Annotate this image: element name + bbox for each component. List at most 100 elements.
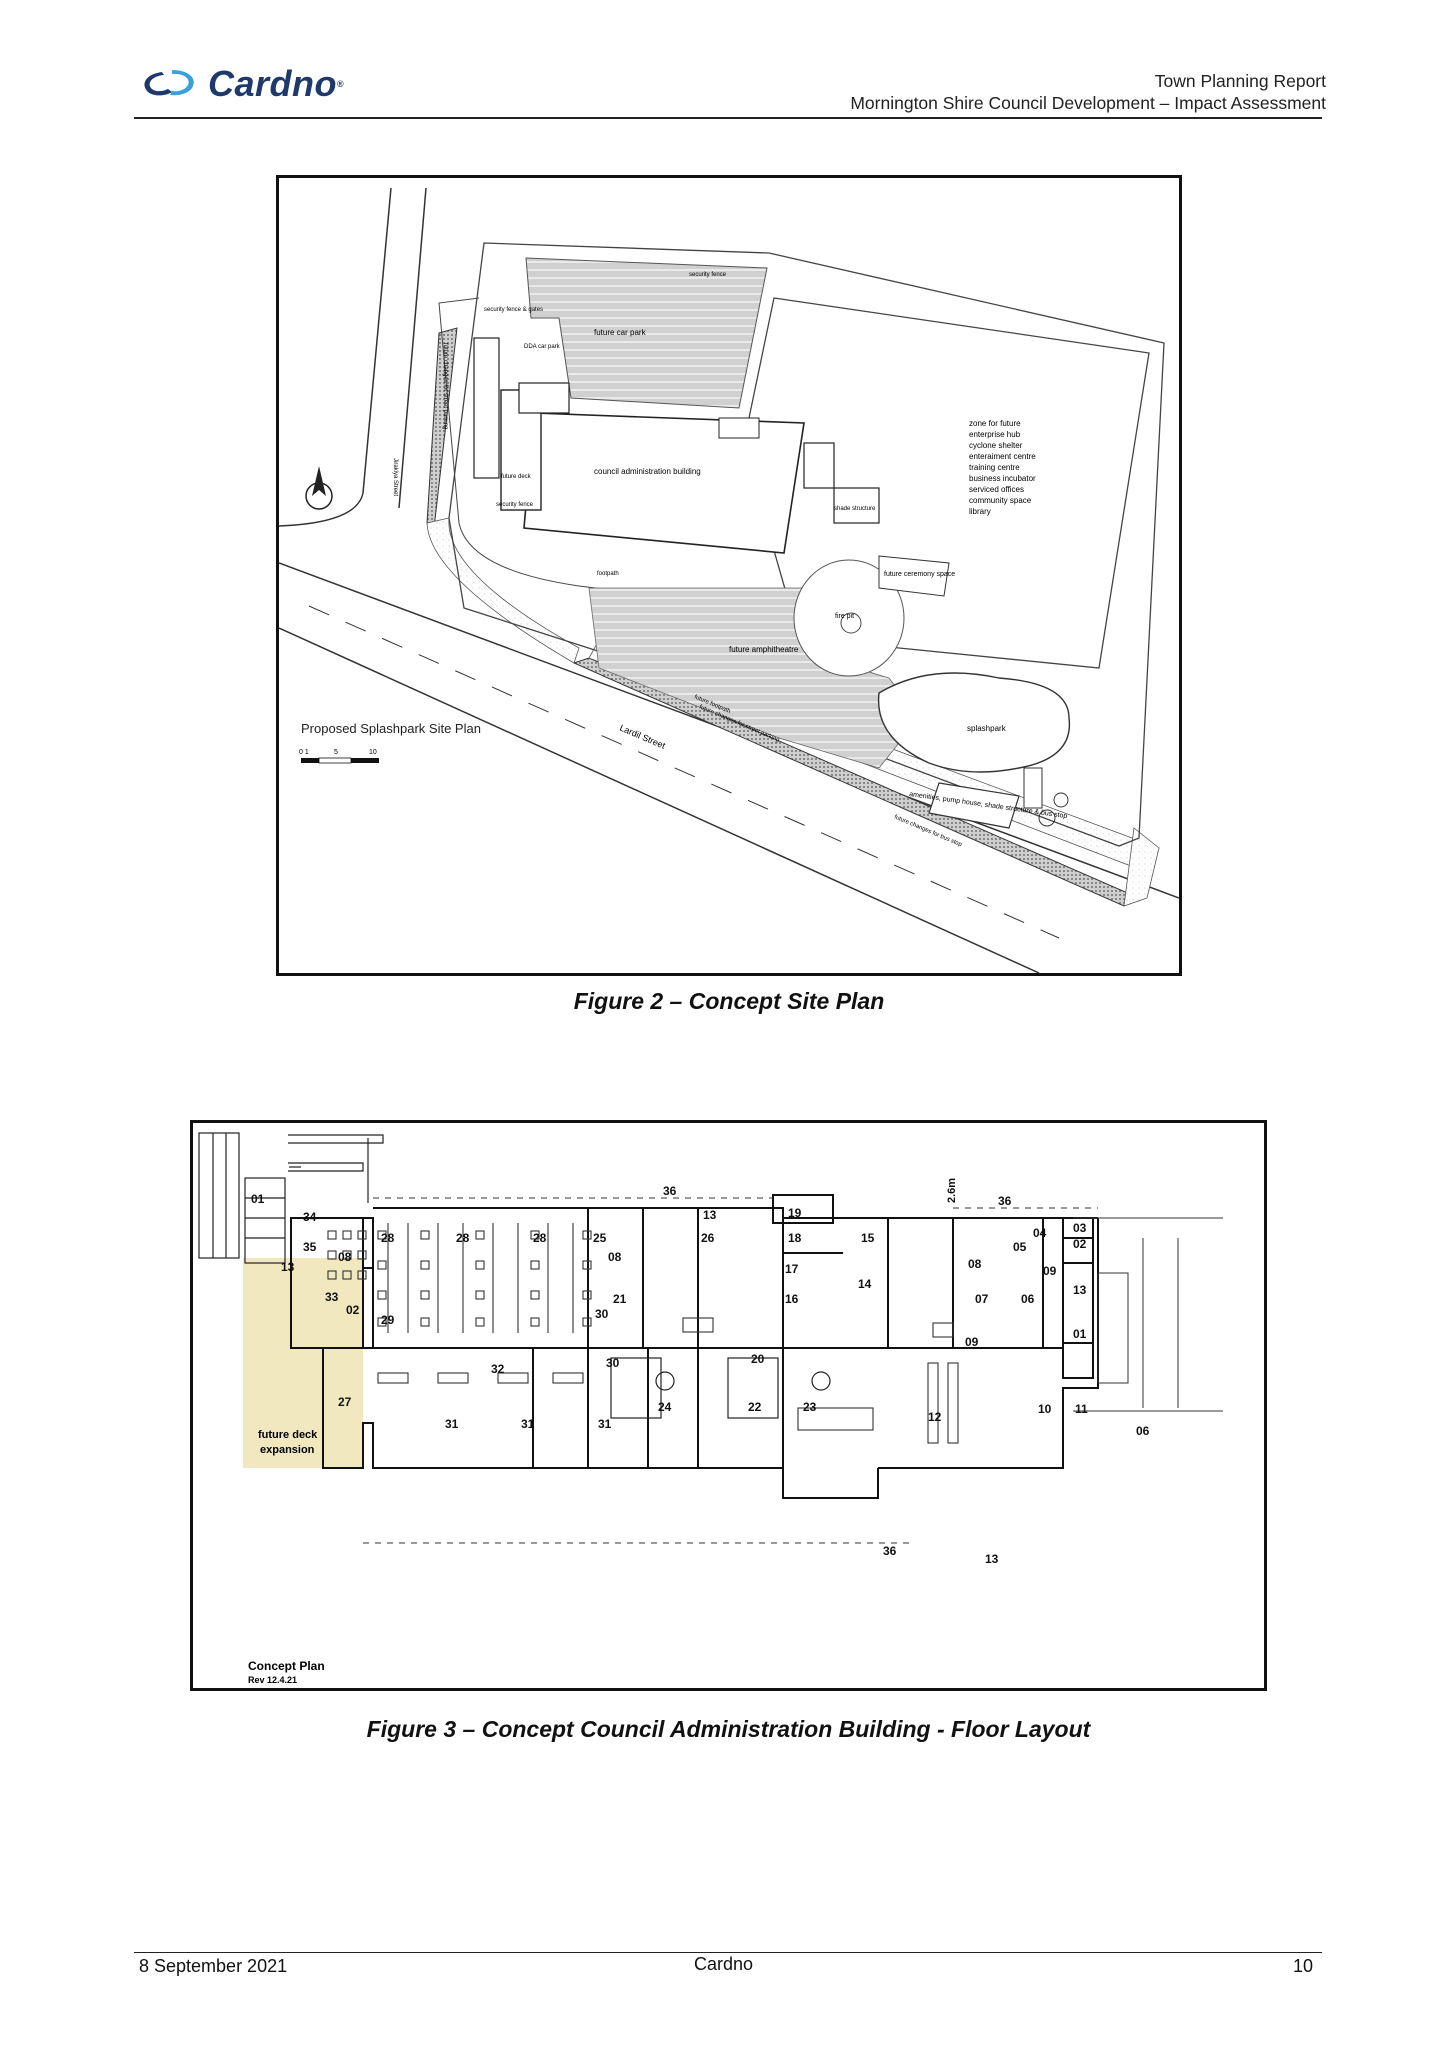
floor-layout-figure: 01 13 34 35 08 33 02 29 28 28 28 25 08 2… [190, 1120, 1267, 1691]
room-21: 21 [613, 1292, 627, 1306]
report-subtitle: Mornington Shire Council Development – I… [850, 93, 1326, 113]
cardno-swoosh-icon [144, 70, 194, 96]
cardno-logo: Cardno® [138, 62, 398, 106]
room-18: 18 [788, 1231, 802, 1245]
room-13c: 13 [1073, 1283, 1087, 1297]
header-divider [134, 117, 1322, 119]
room-28b: 28 [456, 1231, 470, 1245]
room-20: 20 [751, 1352, 765, 1366]
label-street-left: Jirakiya Street [392, 458, 398, 496]
logo-wordmark: Cardno® [208, 63, 345, 104]
footer-divider [134, 1952, 1322, 1953]
label-splashpark: splashpark [967, 724, 1007, 733]
figure-2-caption: Figure 2 – Concept Site Plan [573, 988, 885, 1014]
zone-label-7: serviced offices [969, 485, 1024, 494]
room-12: 12 [928, 1410, 942, 1424]
report-header: Town Planning Report Mornington Shire Co… [850, 70, 1326, 114]
zone-label-6: business incubator [969, 474, 1036, 483]
room-23: 23 [803, 1400, 817, 1414]
room-34: 34 [303, 1210, 317, 1224]
future-deck-area [243, 1258, 363, 1468]
room-09a: 09 [1043, 1264, 1057, 1278]
label-future-deck: future deck [501, 474, 532, 480]
zone-label-1: zone for future [969, 419, 1021, 428]
label-dda-car-park: DDA car park [524, 344, 561, 350]
room-25: 25 [593, 1231, 607, 1245]
zone-label-5: training centre [969, 463, 1020, 472]
concept-plan-title: Concept Plan [248, 1659, 325, 1673]
room-36a: 36 [663, 1184, 677, 1198]
room-33: 33 [325, 1290, 339, 1304]
room-30b: 30 [606, 1356, 620, 1370]
room-27: 27 [338, 1395, 352, 1409]
dimension-2-6m: 2.6m [946, 1178, 958, 1203]
room-22: 22 [748, 1400, 762, 1414]
room-02b: 02 [1073, 1237, 1087, 1251]
room-06a: 06 [1021, 1292, 1035, 1306]
footer-date: 8 September 2021 [139, 1956, 288, 1976]
room-05: 05 [1013, 1240, 1027, 1254]
label-future-car-park: future car park [594, 328, 647, 337]
label-security-fence-left: security fence [496, 502, 534, 508]
room-36c: 36 [883, 1544, 897, 1558]
site-plan-drawing: 0 1 5 10 Proposed Splashpark Site Plan s… [278, 187, 1180, 974]
room-16: 16 [785, 1292, 799, 1306]
room-36b: 36 [998, 1194, 1012, 1208]
site-plan-title: Proposed Splashpark Site Plan [301, 721, 481, 736]
room-09b: 09 [965, 1335, 979, 1349]
room-19: 19 [788, 1206, 802, 1220]
label-street-bottom: Lardil Street [618, 723, 667, 751]
label-future-ceremony: future ceremony space [884, 571, 955, 578]
floor-layout-drawing: 01 13 34 35 08 33 02 29 28 28 28 25 08 2… [198, 1132, 1223, 1685]
zone-label-4: enteraiment centre [969, 452, 1036, 461]
scale-bar: 0 1 5 10 [299, 749, 379, 764]
room-13a: 13 [281, 1260, 295, 1274]
label-shade-structure: shade structure [834, 506, 876, 512]
room-32: 32 [491, 1362, 505, 1376]
room-08a: 08 [338, 1250, 352, 1264]
north-arrow-icon [305, 466, 333, 510]
report-title: Town Planning Report [1154, 71, 1326, 91]
label-council-admin-building: council administration building [594, 467, 701, 476]
site-plan-figure: 0 1 5 10 Proposed Splashpark Site Plan s… [276, 175, 1182, 976]
deck-label-line1: future deck [258, 1429, 318, 1441]
room-01b: 01 [1073, 1327, 1087, 1341]
room-13d: 13 [985, 1552, 999, 1566]
room-11: 11 [1075, 1402, 1088, 1416]
deck-label-line2: expansion [260, 1444, 315, 1456]
zone-label-2: enterprise hub [969, 430, 1021, 439]
label-security-fence-gates: security fence & gates [484, 307, 543, 313]
room-35: 35 [303, 1240, 317, 1254]
room-31c: 31 [598, 1417, 612, 1431]
scale-label-0: 0 1 [299, 749, 309, 756]
room-24: 24 [658, 1400, 672, 1414]
room-15: 15 [861, 1231, 875, 1245]
zone-label-9: library [969, 507, 991, 516]
label-security-fence-top: security fence [689, 272, 727, 278]
label-future-amphitheatre: future amphitheatre [729, 645, 799, 654]
room-26: 26 [701, 1231, 715, 1245]
room-07: 07 [975, 1292, 989, 1306]
room-10: 10 [1038, 1402, 1052, 1416]
zone-label-8: community space [969, 496, 1032, 505]
room-14: 14 [858, 1277, 872, 1291]
room-17: 17 [785, 1262, 799, 1276]
footer-company: Cardno [694, 1954, 754, 1974]
room-08c: 08 [968, 1257, 982, 1271]
concept-plan-rev: Rev 12.4.21 [248, 1675, 297, 1685]
zone-label-3: cyclone shelter [969, 441, 1023, 450]
figure-3-caption: Figure 3 – Concept Council Administratio… [366, 1716, 1091, 1742]
room-01a: 01 [251, 1192, 265, 1206]
room-31b: 31 [521, 1417, 535, 1431]
room-08b: 08 [608, 1250, 622, 1264]
room-31a: 31 [445, 1417, 459, 1431]
scale-label-5: 5 [334, 749, 338, 756]
room-30a: 30 [595, 1307, 609, 1321]
room-28a: 28 [381, 1231, 395, 1245]
label-fire-pit: fire pit [835, 613, 854, 620]
label-footpath: footpath [597, 571, 619, 577]
room-02a: 02 [346, 1303, 360, 1317]
room-04: 04 [1033, 1226, 1047, 1240]
label-future-changes-left: future changes for street parking [442, 343, 448, 429]
scale-label-10: 10 [369, 749, 377, 756]
